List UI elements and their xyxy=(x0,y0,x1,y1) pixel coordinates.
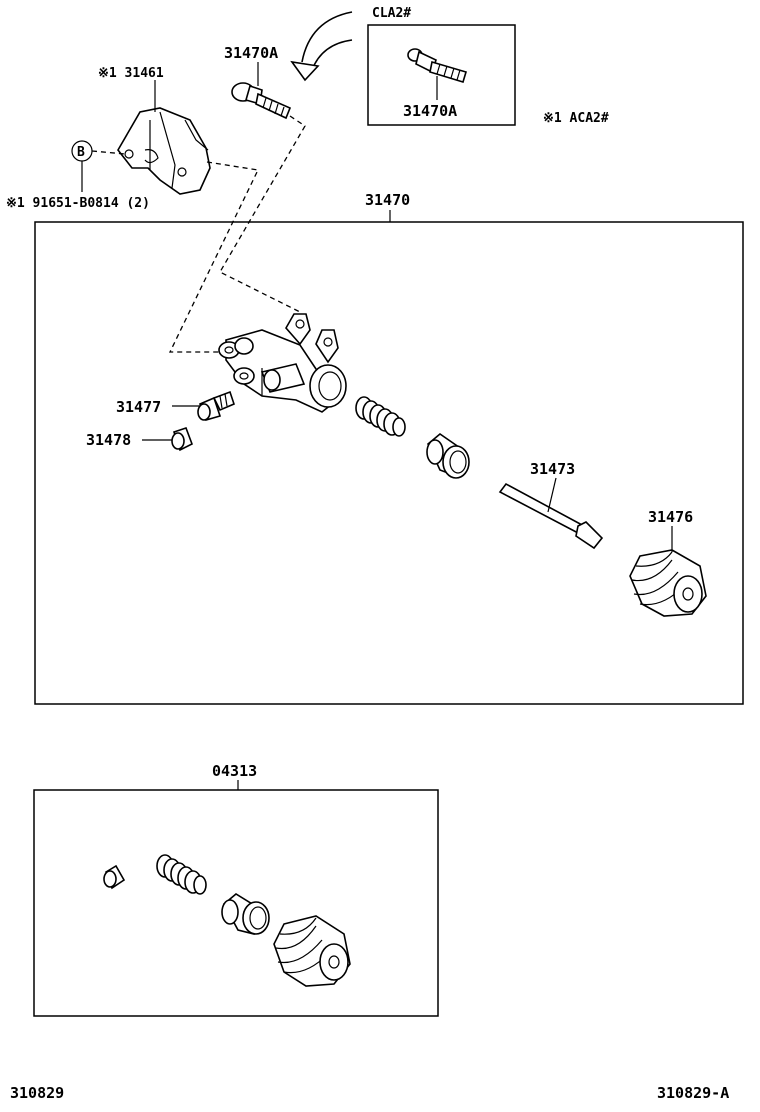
bolt-31470A xyxy=(231,82,292,120)
arrow-curve-outer xyxy=(301,11,353,63)
kit-cap xyxy=(103,864,126,890)
label-31476: 31476 xyxy=(648,508,693,526)
note-aca2: ※1 ACA2# xyxy=(543,111,609,126)
dash-line-bolt xyxy=(219,115,306,313)
arrow-head xyxy=(290,60,320,82)
boot-31476 xyxy=(629,549,707,617)
piston-cup xyxy=(426,432,470,479)
assembly-box-31470 xyxy=(34,221,744,705)
label-31478: 31478 xyxy=(86,431,131,449)
cylinder-body xyxy=(218,313,347,413)
spring xyxy=(355,396,406,437)
variant-code-label: CLA2# xyxy=(372,6,411,21)
label-callout-b: B xyxy=(77,145,85,160)
bleeder-cap-31478 xyxy=(171,426,194,452)
label-31470: 31470 xyxy=(365,191,410,209)
kit-box-04313 xyxy=(33,789,439,1017)
kit-boot xyxy=(273,915,351,987)
bolt-31470A-inset xyxy=(407,48,467,83)
label-31473: 31473 xyxy=(530,460,575,478)
bleeder-screw-31477 xyxy=(197,390,235,421)
bracket-31461 xyxy=(117,107,211,195)
label-31470A: 31470A xyxy=(224,44,278,62)
kit-piston-cup xyxy=(221,893,270,935)
inset-box-cla2 xyxy=(367,24,516,126)
label-31461: ※1 31461 xyxy=(98,66,164,81)
label-04313: 04313 xyxy=(212,762,257,780)
kit-spring xyxy=(156,854,207,895)
push-rod-31473 xyxy=(498,482,604,550)
footer-right-code: 310829-A xyxy=(657,1084,729,1102)
label-31470A-inset: 31470A xyxy=(403,102,457,120)
footer-left-code: 310829 xyxy=(10,1084,64,1102)
label-91651-bolt: ※1 91651-B0814 (2) xyxy=(6,196,150,211)
label-31477: 31477 xyxy=(116,398,161,416)
